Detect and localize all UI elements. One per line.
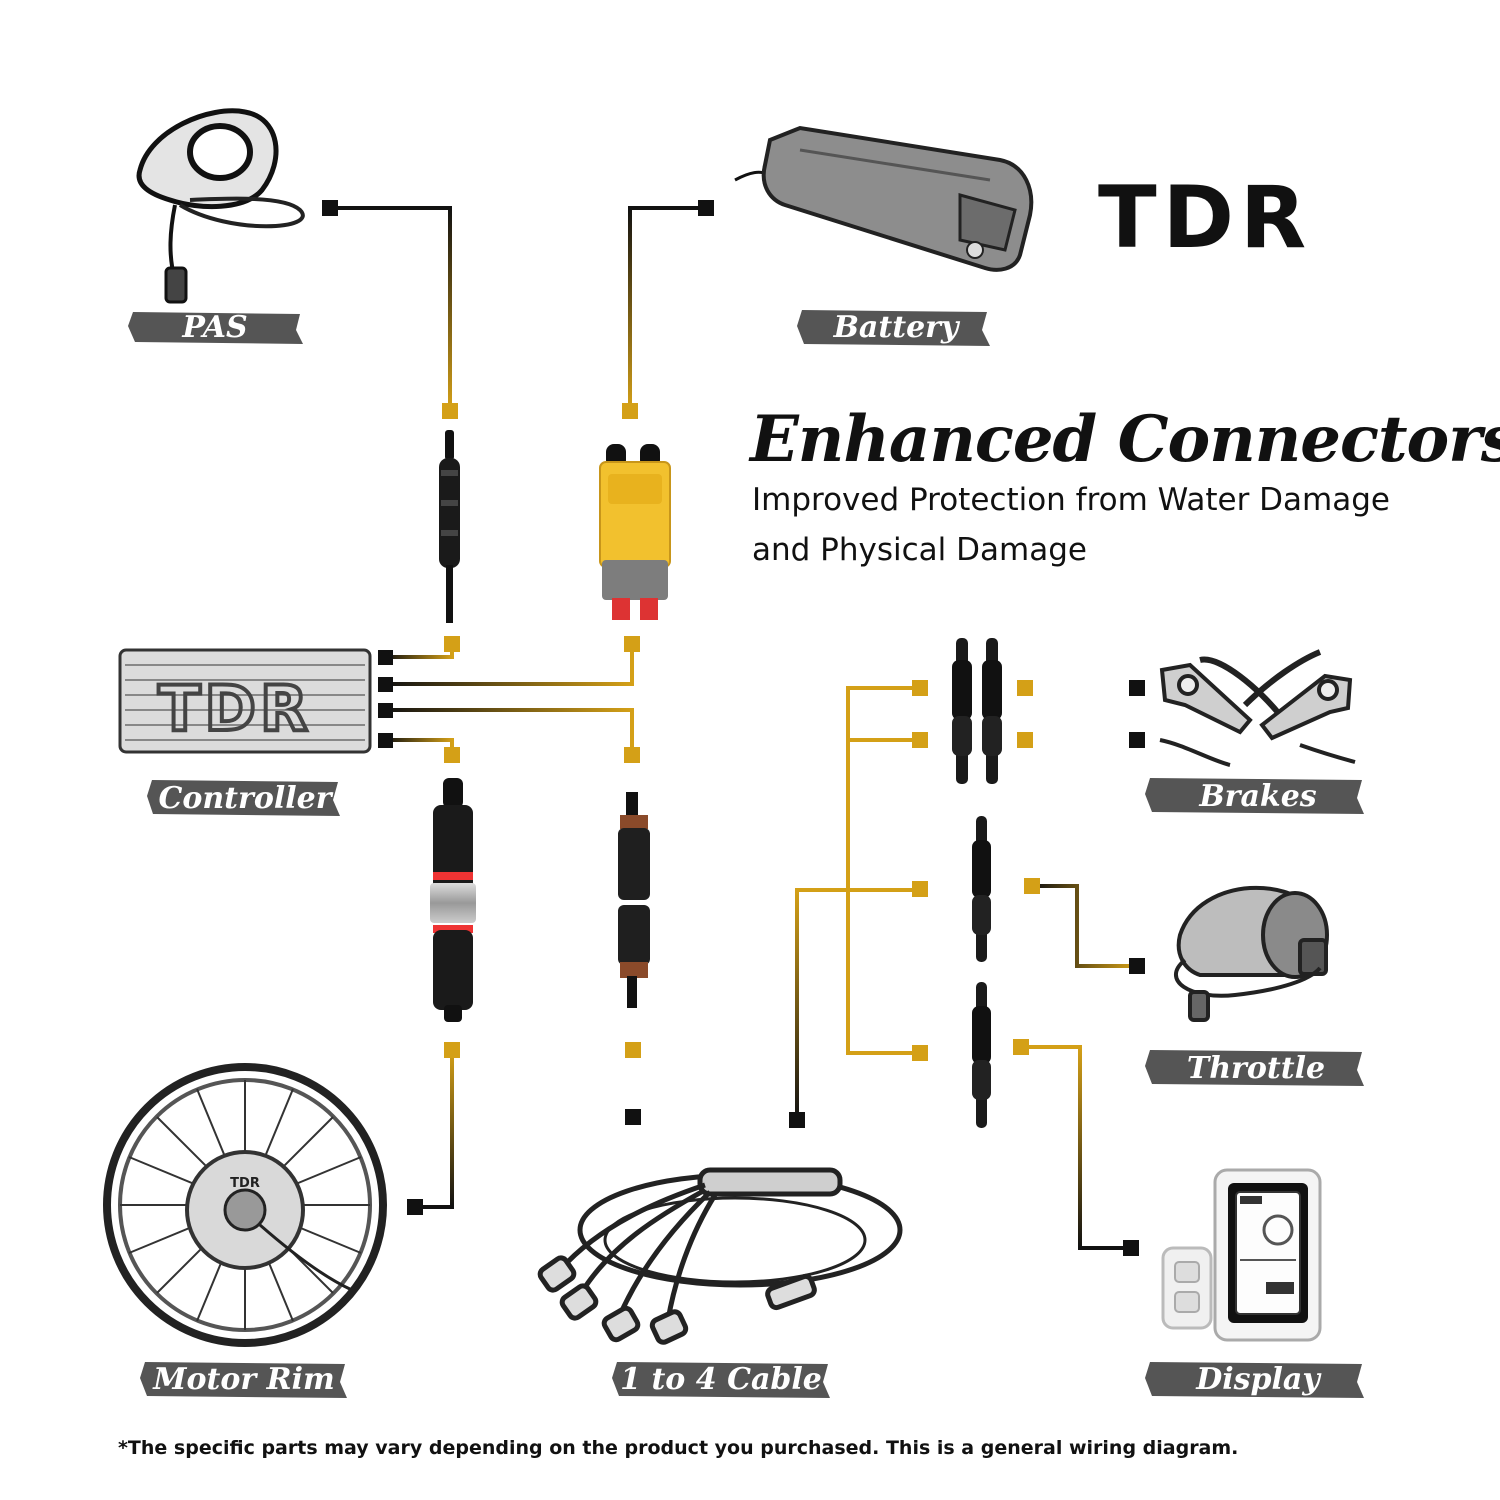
label-cable: 1 to 4 Cable [612,1362,830,1398]
node [912,881,928,897]
node [378,703,393,718]
wire-motor [415,1050,454,1209]
motor-connector [430,778,476,1022]
node [444,636,460,652]
node [444,1042,460,1058]
page-title: Enhanced Connectors [750,402,1500,477]
label-pas: PAS [128,310,303,345]
node [442,403,458,419]
wire-ctrl-battery [385,643,634,686]
label-motor-rim-text: Motor Rim [152,1362,334,1397]
display-connector [972,982,991,1128]
battery-pack-icon [734,125,1034,272]
node [1129,732,1145,748]
label-battery: Battery [797,310,990,346]
cable-harness-icon [537,1167,903,1345]
wire-pas [330,206,452,410]
node [378,677,393,692]
wire-branch [846,686,920,1055]
node [912,1045,928,1061]
node [1123,1240,1139,1256]
lcd-display-icon [1161,1168,1322,1342]
wire-ctrl-motor [385,738,454,755]
pas-sensor-icon [136,108,305,304]
label-controller-text: Controller [158,781,333,816]
node [1129,680,1145,696]
brake-connectors [952,638,1002,784]
label-controller: Controller [147,780,340,816]
wire-ctrl-pas [385,643,454,659]
label-pas-text: PAS [181,310,247,345]
label-brakes: Brakes [1145,778,1364,814]
wire-display [1020,1045,1130,1250]
node [624,747,640,763]
node [1013,1039,1029,1055]
subtitle-line-2: and Physical Damage [752,532,1087,568]
label-motor-rim: Motor Rim [140,1362,347,1398]
brand-logo: TDR [1098,168,1313,268]
node [322,200,338,216]
wires [330,206,1137,1250]
wire-cable-trunk [795,888,920,1120]
node [1129,958,1145,974]
node [912,732,928,748]
label-brakes-text: Brakes [1198,779,1316,814]
node [407,1199,423,1215]
label-display: Display [1145,1362,1364,1398]
node [625,1109,641,1125]
subtitle-line-1: Improved Protection from Water Damage [752,482,1390,518]
node [624,636,640,652]
wire-ctrl-cable [385,708,634,755]
node [625,1042,641,1058]
throttle-connector [972,816,991,962]
label-cable-text: 1 to 4 Cable [620,1362,822,1397]
xt-connector [599,444,671,620]
node [444,747,460,763]
label-display-text: Display [1195,1362,1322,1397]
wire-throttle [1032,884,1137,968]
node [378,733,393,748]
node [1024,878,1040,894]
controller-box-icon: TDR [118,648,372,754]
node [1017,732,1033,748]
footnote: *The specific parts may vary depending o… [118,1437,1239,1459]
brake-levers-icon [1159,649,1356,767]
controller-brand-mark: TDR [158,672,312,745]
node [698,200,714,216]
label-throttle: Throttle [1145,1050,1364,1086]
node [1017,680,1033,696]
wire-battery [628,206,705,410]
motor-wheel-icon: TDR [103,1063,387,1347]
node [912,680,928,696]
node [622,403,638,419]
cable-connector [618,792,650,1008]
hub-brand-mark: TDR [230,1176,260,1191]
pas-connector [439,430,460,623]
node [789,1112,805,1128]
label-throttle-text: Throttle [1187,1051,1325,1086]
wire-nodes [322,200,1145,1256]
node [378,650,393,665]
label-battery-text: Battery [833,310,961,345]
thumb-throttle-icon [1174,885,1329,1022]
